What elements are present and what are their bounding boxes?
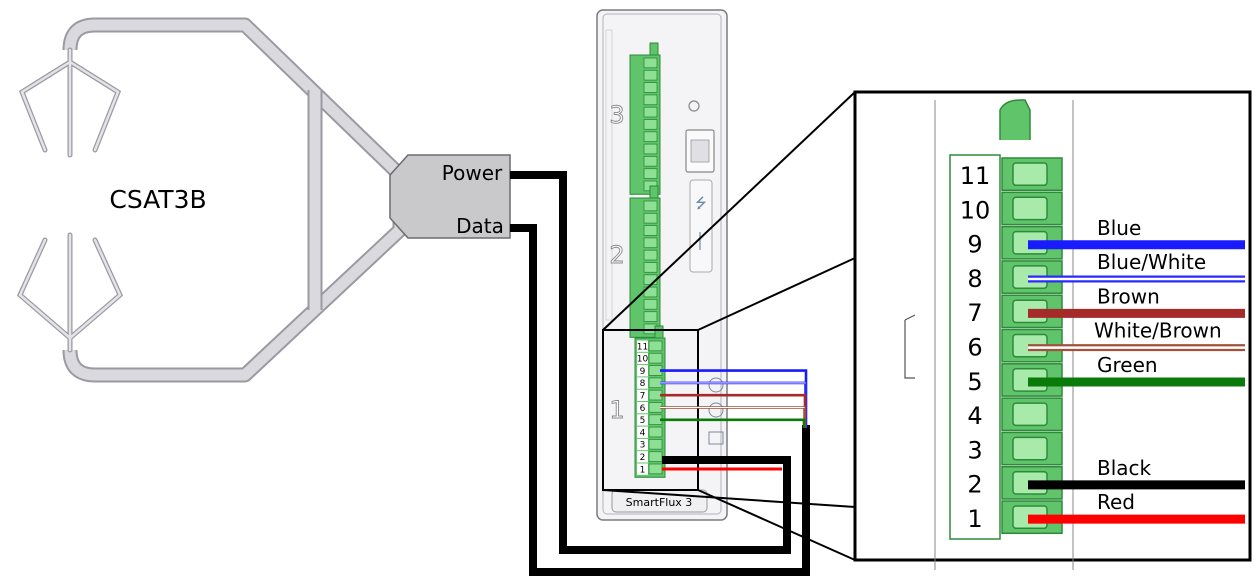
pin-number-8: 8 <box>967 265 982 293</box>
terminal-slot <box>648 463 663 475</box>
terminal-slot <box>643 262 658 273</box>
terminal-screw-3 <box>1012 436 1048 461</box>
terminal-slot <box>648 340 663 352</box>
pin-number-small: 6 <box>640 404 646 414</box>
device-name: SmartFlux 3 <box>626 496 693 509</box>
power-cable <box>510 171 791 554</box>
wire-label-black: Black <box>1097 456 1152 480</box>
terminal-slot <box>643 143 658 155</box>
pin-number-5: 5 <box>967 368 982 396</box>
pin-number-small: 5 <box>640 416 646 426</box>
pin-number-small: 1 <box>640 465 646 475</box>
bay-label-1: 1 <box>609 396 624 424</box>
usb-icon: ⭍ <box>695 196 707 212</box>
pin-number-2: 2 <box>967 471 982 499</box>
terminal-slot <box>643 200 658 212</box>
terminal-slot <box>643 168 658 179</box>
bay-1-wires <box>660 369 808 471</box>
power-connector-label: Power <box>442 161 503 185</box>
terminal-slot <box>648 352 663 364</box>
terminal-slot <box>643 57 658 69</box>
pin-number-small: 4 <box>640 428 646 438</box>
terminal-slot <box>643 131 658 143</box>
pin-number-small: 9 <box>640 367 646 377</box>
zoom-callout-lines <box>602 91 856 561</box>
terminal-slot <box>643 249 658 261</box>
pin-number-small: 11 <box>637 342 648 352</box>
terminal-block-bay-3 <box>629 42 661 195</box>
data-connector-label: Data <box>456 214 504 238</box>
terminal-screw-4 <box>1012 402 1048 427</box>
terminal-slot <box>643 106 658 118</box>
terminal-slot <box>643 298 658 310</box>
pin-number-9: 9 <box>967 231 982 259</box>
terminal-slot <box>648 451 663 462</box>
pin-number-3: 3 <box>967 436 982 464</box>
zoomed-wires: BlueBlue/WhiteBrownWhite/BrownGreenBlack… <box>1028 216 1245 524</box>
terminal-screw-10 <box>1012 196 1048 221</box>
terminal-slot <box>643 69 658 81</box>
pin-number-small: 3 <box>640 441 646 451</box>
pin-number-small: 2 <box>640 453 646 463</box>
terminal-block-bay-1: 11 10 9 8 7 6 5 4 3 2 1 <box>634 325 666 478</box>
wire-label-white-brown: White/Brown <box>1094 319 1222 343</box>
bay-label-3: 3 <box>609 101 624 129</box>
data-cable <box>510 224 810 576</box>
pin-number-10: 10 <box>960 196 991 224</box>
terminal-block-bay-2 <box>629 185 661 338</box>
csat3b-sensor: CSAT3B Power Data <box>16 17 511 383</box>
bay-1-status-icons <box>708 377 724 445</box>
pin-number-small: 10 <box>637 355 649 365</box>
usb-panel <box>689 179 713 273</box>
terminal-screw-11 <box>1012 162 1048 187</box>
sensor-name: CSAT3B <box>109 185 206 214</box>
terminal-slot <box>648 426 663 438</box>
sensor-connector-block <box>389 154 511 239</box>
terminal-slot <box>643 82 658 93</box>
wire-label-brown: Brown <box>1097 284 1160 308</box>
wire-label-blue-white: Blue/White <box>1097 250 1206 274</box>
terminal-slot <box>648 438 663 450</box>
terminal-slot <box>643 311 658 322</box>
pin-number-small: 8 <box>640 379 646 389</box>
wire-label-red: Red <box>1097 490 1135 514</box>
pin-number-11: 11 <box>960 162 991 190</box>
pin-number-small: 7 <box>640 392 646 402</box>
terminal-slot <box>643 94 658 106</box>
pin-number-7: 7 <box>967 299 982 327</box>
terminal-slot <box>643 212 658 224</box>
small-wire-green <box>660 418 806 428</box>
terminal-slot <box>643 155 658 167</box>
wire-label-green: Green <box>1097 353 1158 377</box>
bay-label-2: 2 <box>609 241 624 269</box>
terminal-slot <box>643 237 658 249</box>
zoom-source-box <box>602 329 699 491</box>
wire-label-blue: Blue <box>1097 216 1141 240</box>
terminal-slot <box>643 119 658 130</box>
pin-number-4: 4 <box>967 402 982 430</box>
pin-number-1: 1 <box>967 505 982 533</box>
smartflux-device: ⭍ SmartFlux 3 3 2 1 11 10 9 8 7 6 5 4 3 2 1 <box>596 9 728 521</box>
terminal-slot <box>643 225 658 236</box>
zoomed-terminal-detail: 11 10 9 8 7 6 5 4 3 2 1 BlueBlue/WhiteBrownWhite/B… <box>853 90 1252 570</box>
pin-number-6: 6 <box>967 334 982 362</box>
